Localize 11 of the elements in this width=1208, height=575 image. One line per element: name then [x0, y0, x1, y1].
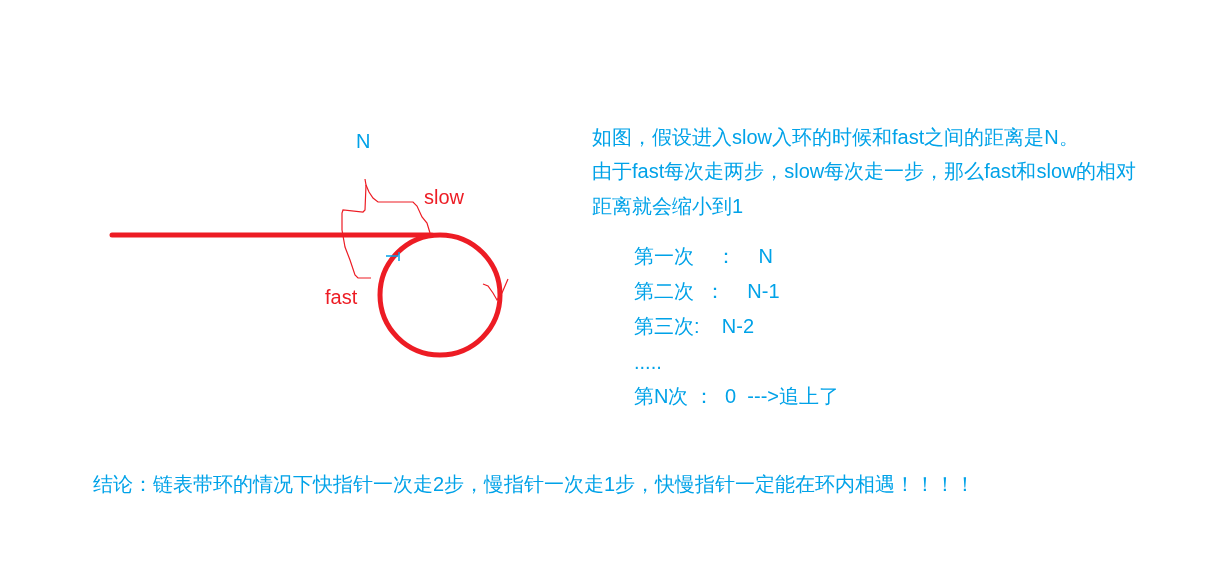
step-line: 第一次 ： N — [634, 244, 773, 268]
pointer-label: slow — [424, 185, 464, 209]
step-line: ..... — [634, 350, 662, 374]
step-line: 第二次 ： N-1 — [634, 279, 780, 303]
step-line: 第N次 ： 0 --->追上了 — [634, 384, 839, 408]
pointer-label: fast — [325, 285, 358, 309]
step-line: 第三次: N-2 — [634, 314, 754, 338]
conclusion-text: 结论：链表带环的情况下快指针一次走2步，慢指针一次走1步，快慢指针一定能在环内相遇！！！！ — [93, 472, 976, 496]
description-text: 由于fast每次走两步，slow每次走一步，那么fast和slow的相对距离就会缩小到1 — [592, 159, 1138, 219]
variable-label: N — [356, 129, 371, 153]
description-text: 如图，假设进入slow入环的时候和fast之间的距离是N。 — [592, 125, 1079, 149]
